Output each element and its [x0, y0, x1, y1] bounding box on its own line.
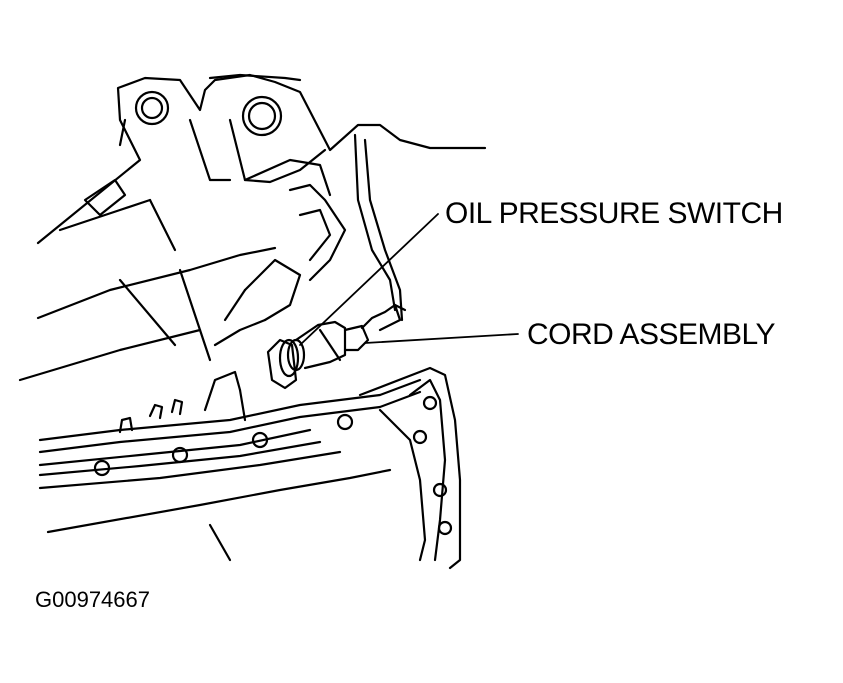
- cord-assembly-label: CORD ASSEMBLY: [527, 318, 776, 351]
- figure-id: G00974667: [35, 587, 150, 612]
- leader-cord-assembly: [364, 333, 519, 344]
- oil-pressure-switch: [266, 303, 407, 390]
- engine-block: [18, 73, 487, 382]
- leader-oil-pressure-switch: [299, 213, 439, 346]
- oil-pan: [38, 366, 462, 570]
- oil-pressure-switch-label: OIL PRESSURE SWITCH: [445, 197, 783, 230]
- callout-leaders: [299, 213, 519, 346]
